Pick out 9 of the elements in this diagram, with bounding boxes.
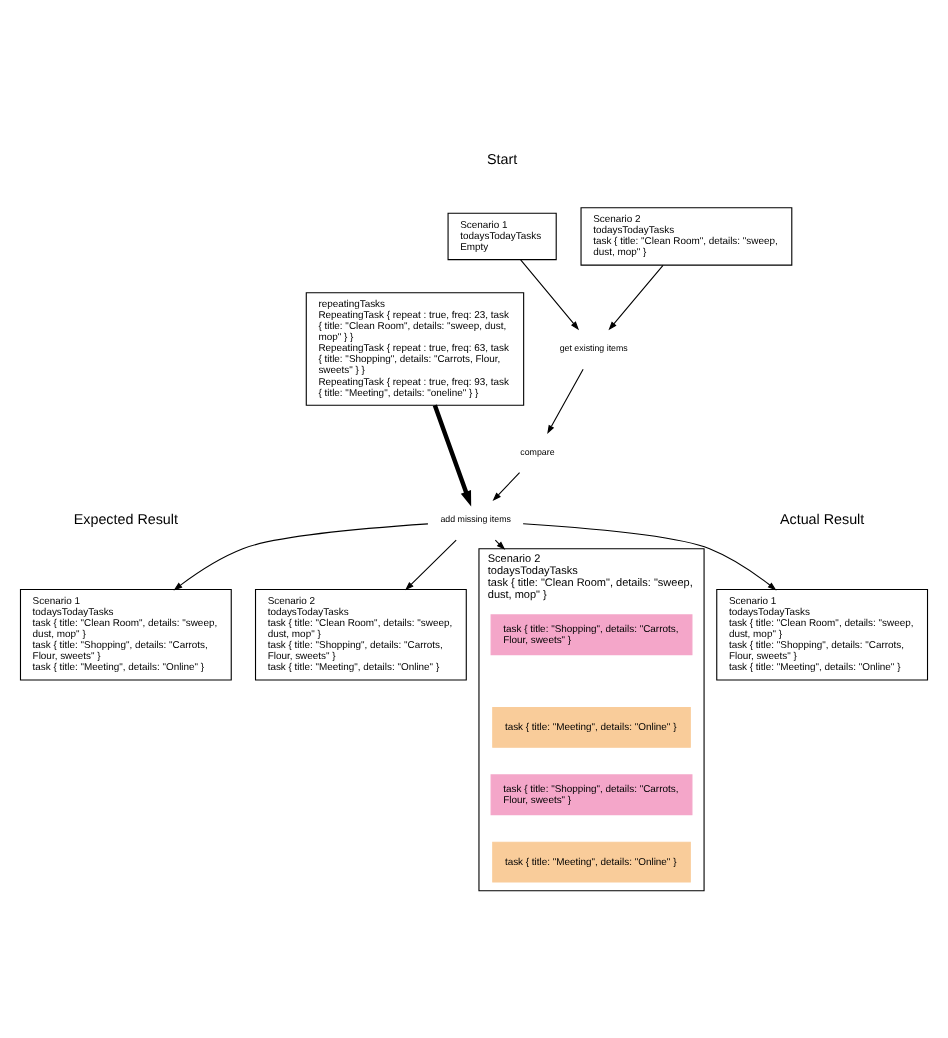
arrow <box>520 258 580 330</box>
arrow <box>405 538 457 590</box>
arrow <box>547 367 584 434</box>
arrow <box>173 522 429 590</box>
arrow <box>522 522 777 590</box>
arrow <box>494 538 506 549</box>
arrow <box>492 471 521 501</box>
arrow <box>432 403 472 506</box>
arrow <box>608 263 664 330</box>
